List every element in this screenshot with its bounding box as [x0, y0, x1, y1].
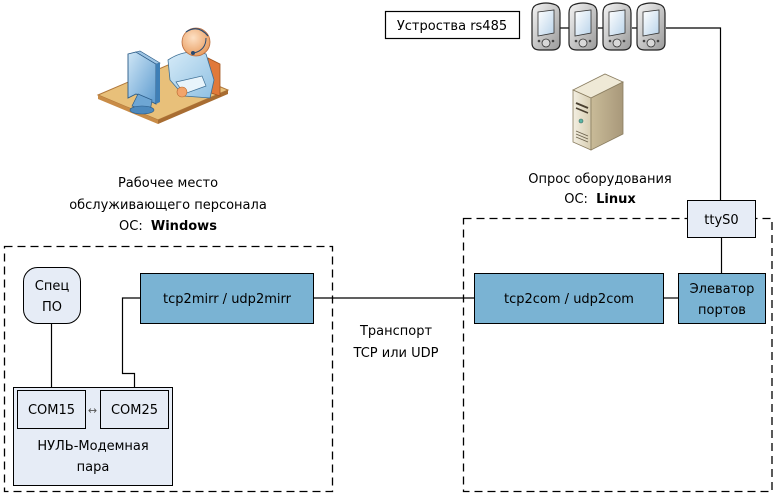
connector-mirr-to-com25 [121, 297, 140, 390]
elevator-line2: портов [698, 303, 746, 318]
server-title: Опрос оборудования [528, 172, 671, 187]
null-modem-pair: COM15 ↔ COM25 НУЛЬ-Модемная пара [13, 387, 173, 486]
elevator-line1: Элеватор [690, 282, 755, 297]
transport-line2: TCP или UDP [353, 346, 439, 361]
com15-label: COM15 [28, 403, 75, 418]
spec-po-line1: Спец [35, 279, 70, 294]
workstation-title-line2: обслуживающего персонала [69, 198, 267, 213]
null-modem-caption-line2: пара [77, 460, 110, 475]
com15-port[interactable]: COM15 [17, 390, 86, 429]
bidirectional-arrow-icon: ↔ [88, 404, 97, 417]
handheld-device-icon[interactable] [568, 2, 598, 51]
workstation-os: ОС: Windows [119, 219, 217, 234]
devices-group [531, 2, 666, 51]
devices-label: Устроства rs485 [397, 19, 507, 34]
handheld-device-icon[interactable] [602, 2, 632, 51]
mirror-service-node[interactable]: tcp2mirr / udp2mirr [140, 273, 314, 324]
mirror-service-label: tcp2mirr / udp2mirr [163, 292, 292, 307]
spec-po-node[interactable]: Спец ПО [23, 267, 81, 324]
server-os-prefix: ОС: [564, 192, 588, 207]
com25-label: COM25 [111, 403, 158, 418]
port-elevator-node[interactable]: Элеватор портов [678, 273, 766, 324]
com-service-label: tcp2com / udp2com [504, 292, 634, 307]
com25-port[interactable]: COM25 [100, 390, 169, 429]
connectors [50, 27, 723, 390]
tty-port-node[interactable]: ttyS0 [687, 200, 756, 238]
handheld-device-icon[interactable] [636, 2, 666, 51]
tty-label: ttyS0 [704, 213, 738, 228]
workstation-os-name: Windows [151, 219, 217, 234]
null-modem-caption-line1: НУЛЬ-Модемная [37, 439, 148, 454]
com-service-node[interactable]: tcp2com / udp2com [474, 273, 664, 324]
spec-po-line2: ПО [42, 300, 62, 315]
workstation-zone [3, 245, 334, 493]
connector-devices-to-tty [666, 27, 722, 200]
server-zone [462, 217, 773, 493]
server-os: ОС: Linux [564, 192, 636, 207]
devices-label-box: Устроства rs485 [384, 10, 521, 40]
workstation-os-prefix: ОС: [119, 219, 143, 234]
workstation-title-line1: Рабочее место [118, 176, 218, 191]
server-os-name: Linux [596, 192, 636, 207]
transport-line1: Транспорт [359, 324, 433, 339]
server-tower-icon [572, 73, 624, 151]
handheld-device-icon[interactable] [531, 2, 561, 51]
operator-workstation-icon [96, 27, 230, 124]
